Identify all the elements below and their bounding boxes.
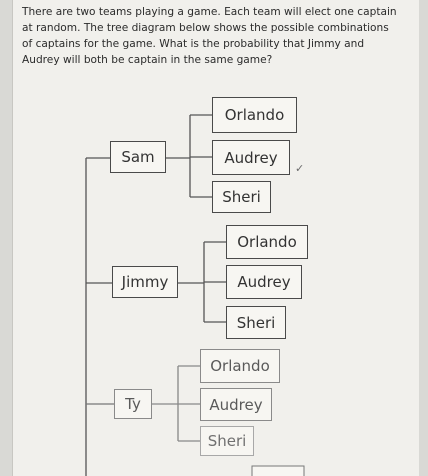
node-ty-audrey: Audrey [200,388,272,421]
node-ty: Ty [114,389,152,419]
node-jimmy-sheri: Sheri [226,306,286,339]
node-sam: Sam [110,141,166,173]
node-sam-orlando: Orlando [212,97,297,133]
node-jimmy-orlando: Orlando [226,225,308,259]
node-jimmy: Jimmy [112,266,178,298]
question-line-4: Audrey will both be captain in the same … [22,54,273,66]
node-ty-orlando: Orlando [200,349,280,383]
node-ty-sheri: Sheri [200,426,254,456]
cut-off-box [251,465,305,476]
node-jimmy-audrey: Audrey [226,265,302,299]
question-line-1: There are two teams playing a game. Each… [22,6,397,18]
question-text: There are two teams playing a game. Each… [22,4,397,68]
node-sam-sheri: Sheri [212,181,271,213]
node-sam-audrey: Audrey [212,140,290,175]
question-line-2: at random. The tree diagram below shows … [22,22,389,34]
question-line-3: of captains for the game. What is the pr… [22,38,365,50]
check-mark-icon: ✓ [295,162,305,175]
